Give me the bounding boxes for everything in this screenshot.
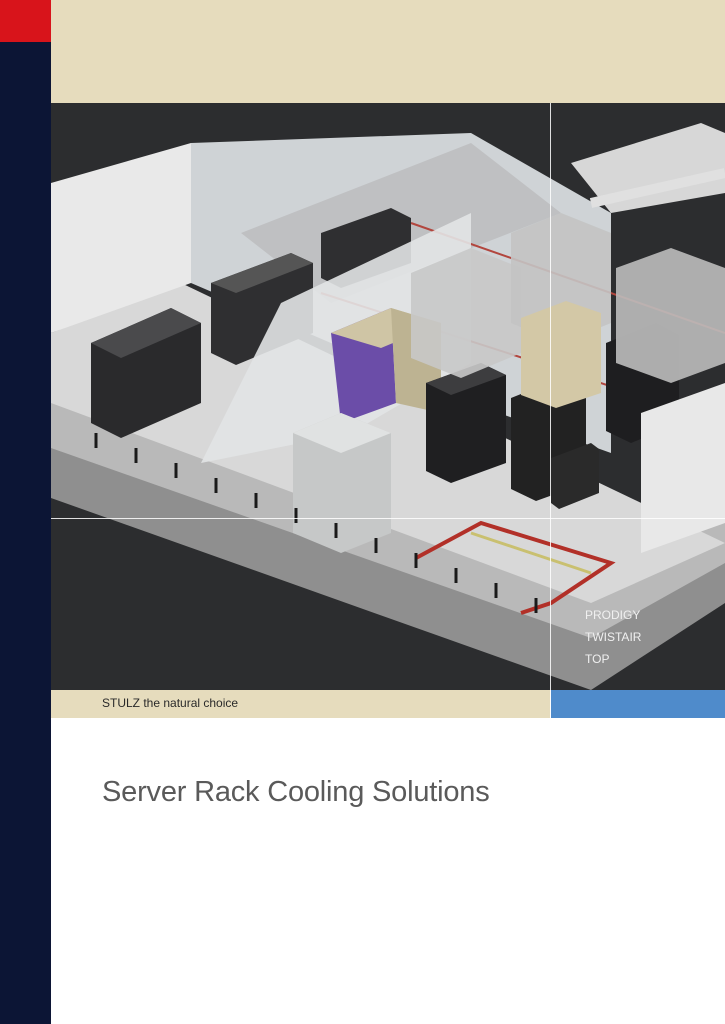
tagline: STULZ the natural choice <box>102 696 239 710</box>
product-item-twistair: TWISTAIR <box>585 630 642 644</box>
page-title: Server Rack Cooling Solutions <box>102 776 490 808</box>
product-list: PRODIGY TWISTAIR TOP <box>585 604 641 670</box>
blue-accent-band <box>551 690 725 718</box>
data-center-illustration <box>51 123 725 690</box>
grid-line-horizontal <box>51 518 725 519</box>
hero-illustration <box>51 103 725 690</box>
grid-line-vertical <box>550 103 551 690</box>
top-beige-band <box>51 0 725 103</box>
product-item-prodigy: PRODIGY <box>585 608 641 622</box>
tagline-band <box>51 690 550 718</box>
red-corner-block <box>0 0 51 42</box>
left-navy-sidebar <box>0 0 51 1024</box>
product-item-top: TOP <box>585 652 610 666</box>
